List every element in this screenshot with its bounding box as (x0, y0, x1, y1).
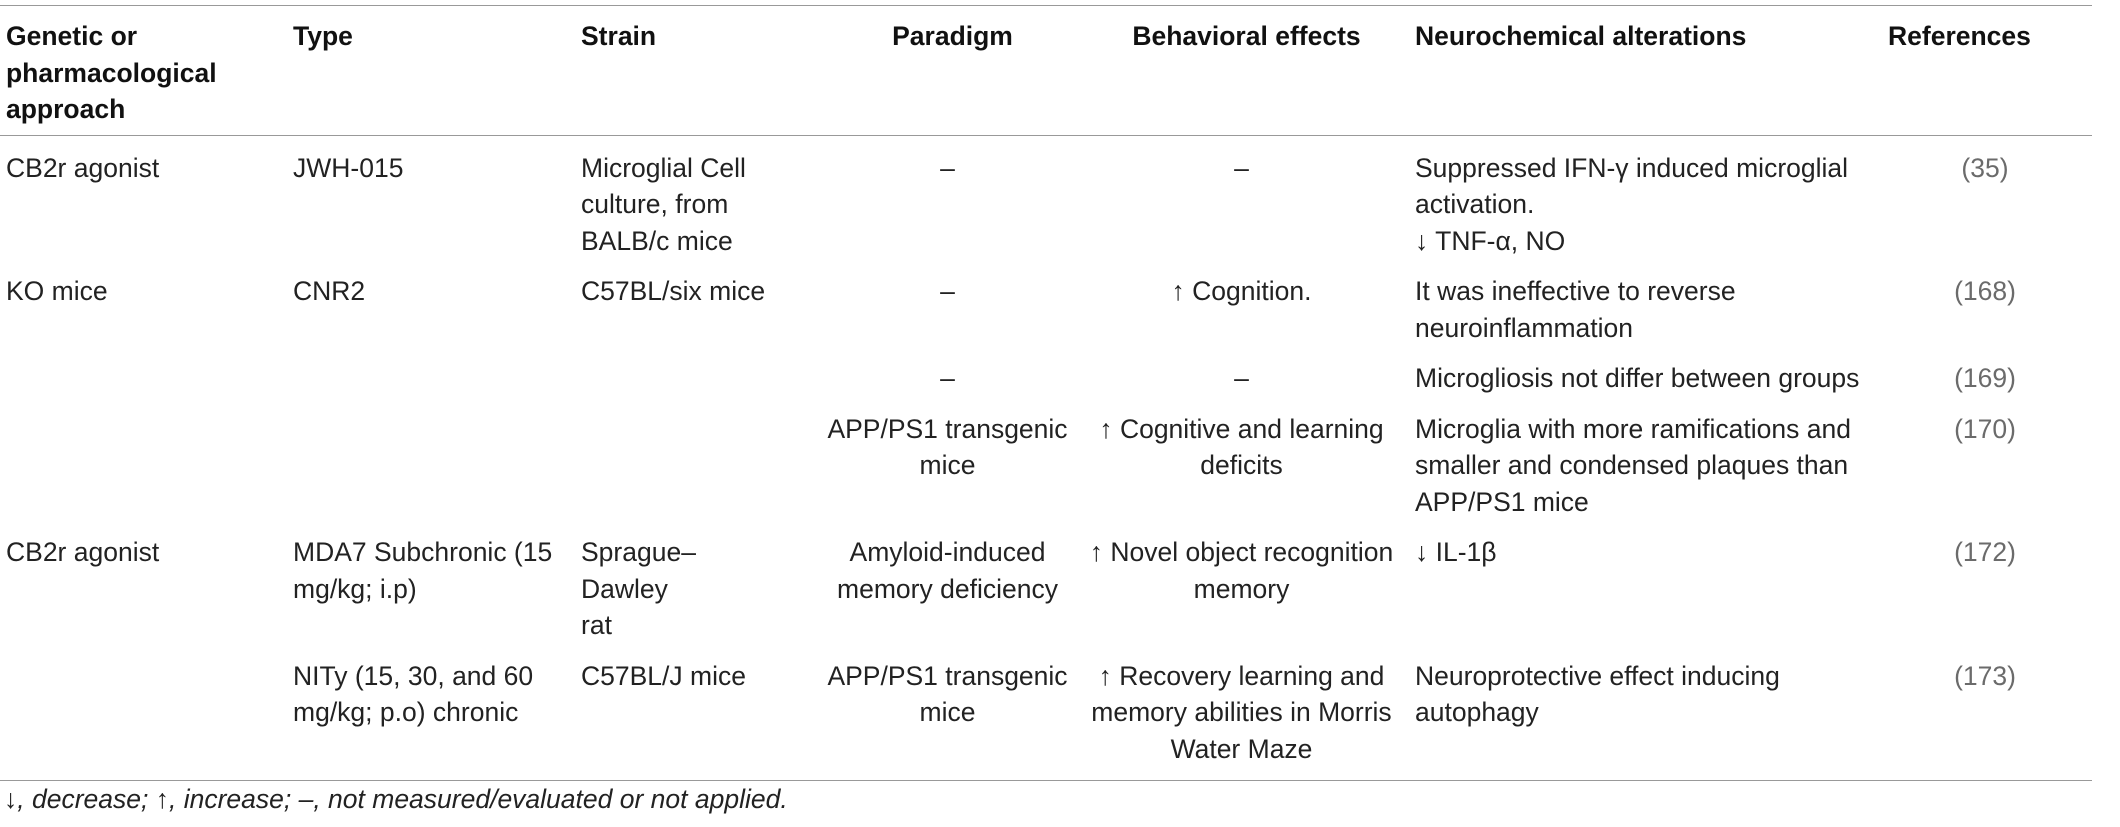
header-behavioral-effects: Behavioral effects (1132, 21, 1361, 51)
cell-type: JWH-015 (293, 152, 404, 183)
table-row: KO mice CNR2 C57BL/six mice – ↑ Cognitio… (0, 259, 2092, 346)
cell-behavioral-effects: – (1234, 363, 1249, 393)
cell-paradigm: APP/PS1 transgenic mice (827, 413, 1068, 481)
table-row: CB2r agonist JWH-015 Microglial Cell cul… (0, 135, 2092, 259)
cell-type: MDA7 Subchronic (15 mg/kg; i.p) (293, 537, 553, 604)
cell-paradigm: – (940, 363, 955, 393)
cell-behavioral-effects: ↑ Recovery learning and memory abilities… (1091, 660, 1392, 764)
cell-paradigm: – (940, 276, 955, 306)
cell-neurochemical-alterations: Suppressed IFN-γ induced microglial acti… (1415, 152, 1849, 256)
cell-approach: CB2r agonist (6, 152, 160, 183)
header-neurochemical-alterations: Neurochemical alterations (1415, 21, 1747, 51)
cell-neurochemical-alterations: Neuroprotective effect inducing autophag… (1415, 660, 1780, 728)
cell-approach (0, 397, 287, 521)
cell-reference: (35) (1961, 152, 2009, 183)
cell-reference: (168) (1954, 276, 2016, 306)
cell-behavioral-effects: ↑ Cognition. (1171, 276, 1312, 306)
cell-approach: CB2r agonist (6, 537, 160, 567)
cell-approach (0, 346, 287, 397)
table-row: APP/PS1 transgenic mice ↑ Cognitive and … (0, 397, 2092, 521)
cell-neurochemical-alterations: Microglia with more ramifications and sm… (1415, 413, 1851, 517)
header-approach: Genetic or pharmacological approach (6, 21, 217, 124)
cell-strain: C57BL/J mice (581, 660, 746, 691)
cell-behavioral-effects: ↑ Novel object recognition memory (1089, 537, 1394, 604)
table-header-row: Genetic or pharmacological approach Type… (0, 5, 2092, 135)
table-row: – – Microgliosis not differ between grou… (0, 346, 2092, 397)
cell-type: CNR2 (293, 276, 366, 306)
cell-reference: (169) (1954, 363, 2016, 393)
cell-paradigm: – (940, 152, 955, 183)
cell-type (287, 346, 575, 397)
cell-neurochemical-alterations: Microgliosis not differ between groups (1415, 363, 1860, 393)
cell-neurochemical-alterations: It was ineffective to reverse neuroinfla… (1415, 276, 1736, 343)
cell-strain: C57BL/six mice (581, 276, 766, 306)
header-paradigm: Paradigm (892, 21, 1013, 51)
cell-type (287, 397, 575, 521)
cell-strain (575, 397, 821, 521)
header-references: References (1888, 21, 2031, 51)
cell-paradigm: APP/PS1 transgenic mice (827, 660, 1068, 728)
cell-strain (575, 346, 821, 397)
cell-approach (0, 644, 287, 781)
cell-behavioral-effects: ↑ Cognitive and learning deficits (1099, 413, 1384, 481)
header-strain: Strain (581, 21, 657, 51)
data-table: Genetic or pharmacological approach Type… (0, 5, 2092, 781)
cell-behavioral-effects: – (1234, 152, 1249, 183)
table-footnote: ↓, decrease; ↑, increase; –, not measure… (4, 784, 788, 814)
cell-approach: KO mice (6, 276, 108, 306)
cell-neurochemical-alterations: ↓ IL-1β (1415, 537, 1497, 567)
header-type: Type (293, 21, 353, 51)
cell-type: NITy (15, 30, and 60 mg/kg; p.o) chronic (293, 660, 534, 728)
cell-reference: (170) (1954, 413, 2016, 444)
table-row: CB2r agonist MDA7 Subchronic (15 mg/kg; … (0, 520, 2092, 644)
cell-strain: Microglial Cell culture, from BALB/c mic… (581, 152, 746, 256)
cell-reference: (173) (1954, 660, 2016, 691)
cell-reference: (172) (1954, 537, 2016, 567)
cell-paradigm: Amyloid-induced memory deficiency (837, 537, 1058, 604)
table-row: NITy (15, 30, and 60 mg/kg; p.o) chronic… (0, 644, 2092, 781)
